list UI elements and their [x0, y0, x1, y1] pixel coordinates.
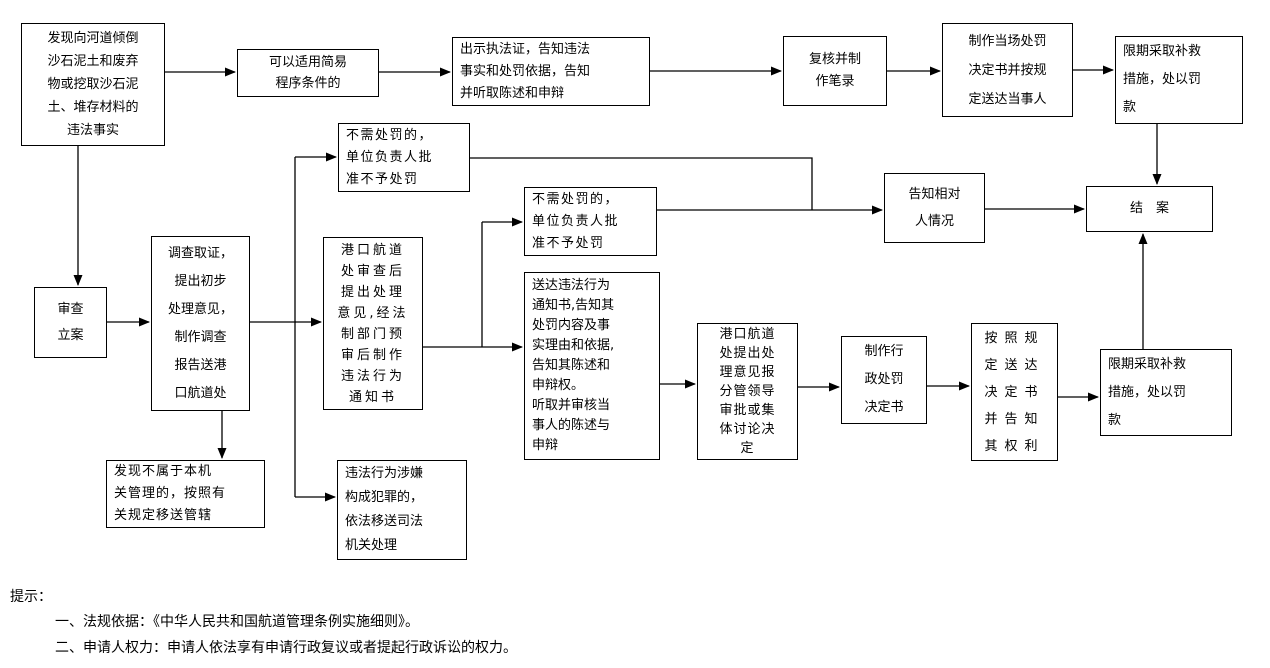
node-discover-violation-label: 发现向河道倾倒 沙石泥土和废弃 物或挖取沙石泥 土、堆存材料的 违法事实 — [47, 31, 139, 138]
node-remedy-fine-top-label: 限期采取补救 措施，处以罚 款 — [1123, 44, 1202, 115]
node-serve-decision-inform-rights-label: 按照规 定送达 决定书 并告知 其权利 — [984, 330, 1045, 454]
node-inform-relative-party-label: 告知相对 人情况 — [908, 187, 961, 229]
node-file-case-label: 审查 立案 — [57, 301, 84, 343]
node-show-certificate-label: 出示执法证，告知违法 事实和处罚依据，告知 并听取陈述和申辩 — [460, 41, 591, 101]
notes-title: 提示： — [10, 589, 52, 605]
node-investigate-evidence-label: 调查取证， 提出初步 处理意见， 制作调查 报告送港 口航道处 — [167, 245, 233, 401]
node-investigate-evidence: 调查取证， 提出初步 处理意见， 制作调查 报告送港 口航道处 — [151, 236, 250, 411]
node-crime-transfer-judicial-label: 违法行为涉嫌 构成犯罪的， 依法移送司法 机关处理 — [345, 466, 424, 553]
node-file-case: 审查 立案 — [34, 287, 107, 358]
node-remedy-fine-top: 限期采取补救 措施，处以罚 款 — [1115, 36, 1243, 124]
node-close-case: 结 案 — [1086, 186, 1213, 232]
node-remedy-fine-bottom: 限期采取补救 措施，处以罚 款 — [1100, 349, 1232, 436]
node-crime-transfer-judicial: 违法行为涉嫌 构成犯罪的， 依法移送司法 机关处理 — [337, 460, 467, 560]
notes-applicant-rights: 二、申请人权力：申请人依法享有申请行政复议或者提起行政诉讼的权力。 — [55, 640, 517, 656]
node-channel-dept-review-label: 港口航道 处审查后 提出处理 意见,经法 制部门预 审后制作 违法行为 通知书 — [337, 242, 409, 405]
node-no-penalty-2-label: 不需处罚的， 单位负责人批 准不予处罚 — [532, 191, 620, 251]
node-inform-relative-party: 告知相对 人情况 — [884, 173, 985, 243]
node-no-penalty-1-label: 不需处罚的， 单位负责人批 准不予处罚 — [346, 127, 434, 187]
node-channel-dept-review: 港口航道 处审查后 提出处理 意见,经法 制部门预 审后制作 违法行为 通知书 — [323, 237, 423, 410]
node-onsite-penalty-decision: 制作当场处罚 决定书并按规 定送达当事人 — [942, 23, 1073, 117]
node-serve-violation-notice: 送达违法行为 通知书,告知其 处罚内容及事 实理由和依据, 告知其陈述和 申辩权… — [524, 272, 660, 460]
node-serve-decision-inform-rights: 按照规 定送达 决定书 并告知 其权利 — [971, 323, 1058, 461]
node-remedy-fine-bottom-label: 限期采取补救 措施，处以罚 款 — [1108, 356, 1187, 428]
node-serve-violation-notice-label: 送达违法行为 通知书,告知其 处罚内容及事 实理由和依据, 告知其陈述和 申辩权… — [532, 278, 615, 453]
connector-nopenalty1-merge — [470, 157, 813, 210]
notes-legal-basis: 一、法规依据：《中华人民共和国航道管理条例实施细则》。 — [55, 614, 419, 630]
node-close-case-label: 结 案 — [1129, 201, 1169, 216]
node-show-certificate: 出示执法证，告知违法 事实和处罚依据，告知 并听取陈述和申辩 — [452, 37, 650, 106]
node-no-penalty-1: 不需处罚的， 单位负责人批 准不予处罚 — [338, 123, 470, 192]
node-make-penalty-decision: 制作行 政处罚 决定书 — [841, 336, 927, 424]
node-channel-dept-propose: 港口航道 处提出处 理意见报 分管领导 审批或集 体讨论决 定 — [697, 323, 798, 460]
node-onsite-penalty-decision-label: 制作当场处罚 决定书并按规 定送达当事人 — [968, 33, 1047, 107]
node-transfer-jurisdiction: 发现不属于本机 关管理的，按照有 关规定移送管辖 — [106, 460, 265, 528]
node-no-penalty-2: 不需处罚的， 单位负责人批 准不予处罚 — [524, 187, 657, 256]
node-review-make-record: 复核并制 作笔录 — [783, 36, 887, 106]
node-transfer-jurisdiction-label: 发现不属于本机 关管理的，按照有 关规定移送管辖 — [114, 464, 227, 523]
node-channel-dept-propose-label: 港口航道 处提出处 理意见报 分管领导 审批或集 体讨论决 定 — [719, 327, 776, 456]
node-simple-procedure-label: 可以适用简易 程序条件的 — [268, 55, 347, 91]
node-review-make-record-label: 复核并制 作笔录 — [808, 52, 861, 89]
node-make-penalty-decision-label: 制作行 政处罚 决定书 — [864, 344, 904, 415]
node-simple-procedure: 可以适用简易 程序条件的 — [237, 49, 379, 97]
node-discover-violation: 发现向河道倾倒 沙石泥土和废弃 物或挖取沙石泥 土、堆存材料的 违法事实 — [21, 23, 165, 146]
